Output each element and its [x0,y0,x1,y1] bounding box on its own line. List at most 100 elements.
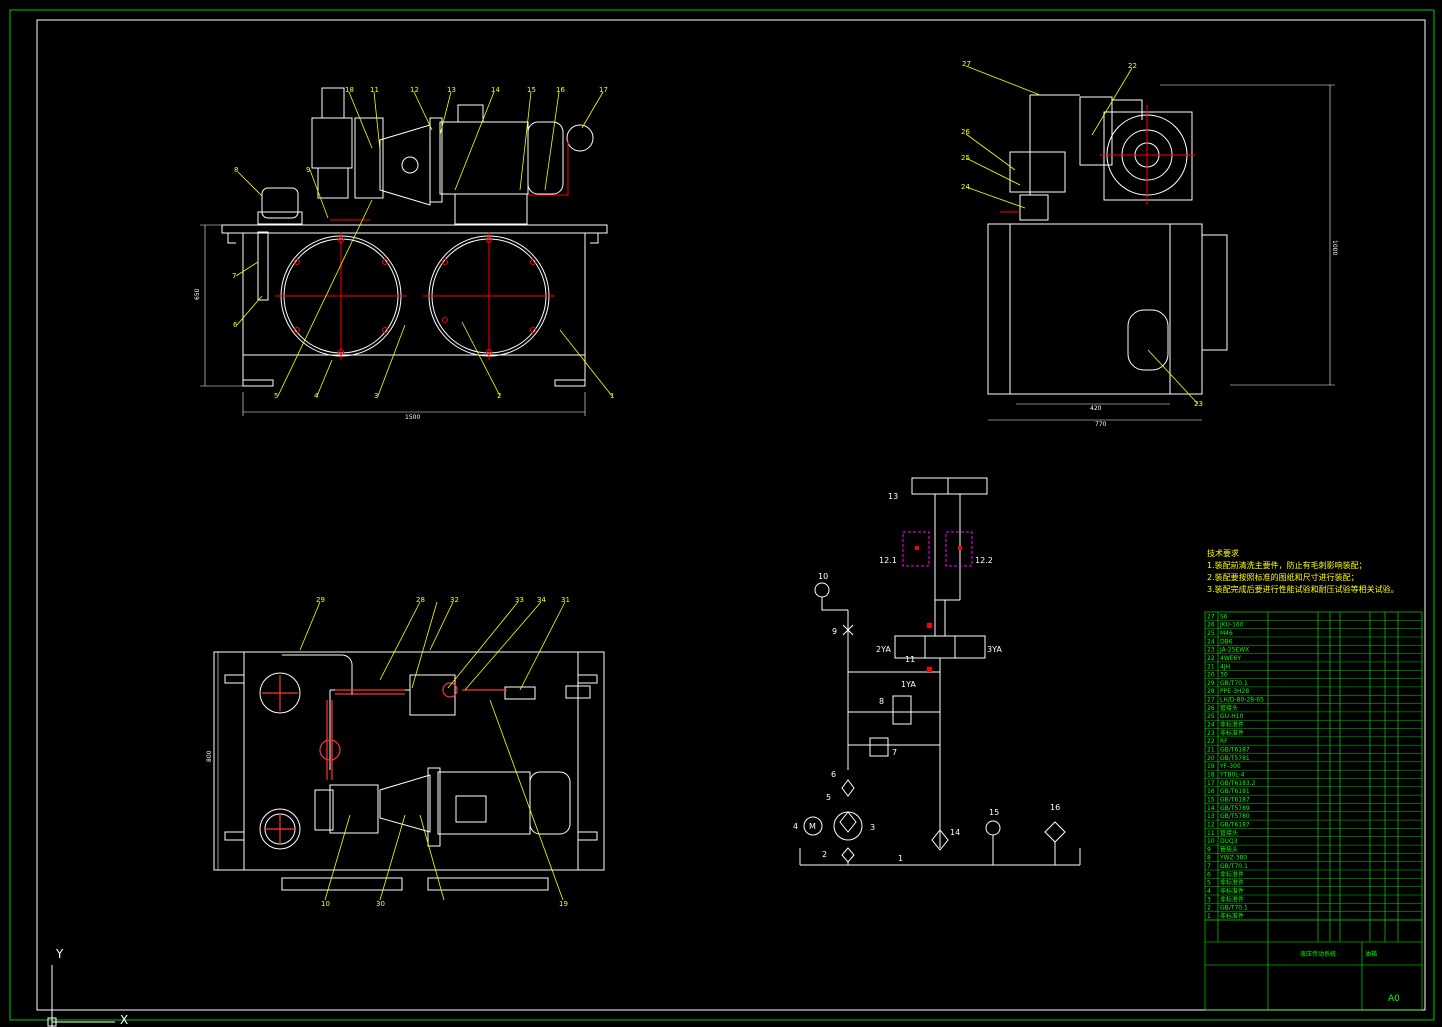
callout: 25 [961,154,970,162]
dimension-text: 420 [1090,405,1102,412]
table-row-code: LH/D-80-28-65 [1220,697,1264,704]
callout: 13 [447,86,456,94]
table-row-code: JKU-160 [1219,622,1244,629]
schematic-label: 1YA [901,680,916,689]
table-row-code: GB/T70.1 [1220,680,1248,687]
table-row-index: 23 [1207,647,1215,654]
table-row-index: 22 [1207,655,1215,662]
table-row-code: 非标准件 [1220,887,1244,895]
table-row-code: JA-25EWX [1219,647,1249,654]
schematic-dashed [902,531,973,567]
top-red [262,675,507,844]
table-row-index: 2 [1207,905,1211,912]
notes-item: 1.装配前清洗主要件，防止有毛刺影响装配； [1207,561,1367,570]
side-redmarks [1000,105,1195,213]
table-row-code: 4JH [1220,663,1230,670]
schematic-label: 11 [905,655,915,664]
inner-frame [36,19,1426,1011]
schematic-label: 3 [870,823,875,832]
table-row-index: 22 [1207,738,1215,745]
notes-title: 技术要求 [1207,549,1239,558]
table-row-code: DUQ3 [1220,838,1238,845]
callout: 24 [961,183,970,191]
table-row-code: GB/T5781 [1220,755,1250,762]
callout: 6 [233,321,238,329]
callout: 4 [314,392,319,400]
dimension-text: 1000 [1331,240,1338,255]
table-row-index: 14 [1207,805,1215,812]
schematic-label: 6 [831,770,836,779]
schematic-label: 13 [888,492,898,501]
ucs-x-label: X [120,1013,128,1027]
callout: 22 [1128,62,1137,70]
table-row-index: 11 [1207,830,1215,837]
callout: 29 [316,596,325,604]
callout: 2 [497,392,501,400]
callout: 5 [274,392,278,400]
front-bolts [294,237,536,355]
callout: 26 [961,128,970,136]
table-row-index: 23 [1207,730,1215,737]
table-row-index: 20 [1207,755,1215,762]
callout: 10 [321,900,330,908]
schematic-label: 1 [898,854,903,863]
ucs-y-label: Y [55,947,64,961]
table-row-index: 24 [1207,722,1215,729]
top-leaders [299,601,566,901]
schematic-label: 7 [892,748,897,757]
callout: 11 [370,86,379,94]
table-row-index: 26 [1207,705,1215,712]
dimension-text: 1500 [405,414,420,421]
table-row-index: 26 [1207,622,1215,629]
schematic-label: 12.1 [879,556,897,565]
side-dimensions [988,84,1335,421]
table-row-code: GB/T70.1 [1220,905,1248,912]
table-row-code: 非标准件 [1220,895,1244,903]
hydraulic-schematic [799,477,1081,866]
table-row-code: GB/T6187 [1220,747,1250,754]
table-row-index: 20 [1207,672,1215,679]
schematic-label: 10 [818,572,828,581]
callout: 19 [559,900,568,908]
table-row-code: YWZ-380 [1219,855,1247,862]
table-row-index: 28 [1207,688,1215,695]
schematic-label: 14 [950,828,960,837]
dimension-text: 800 [206,750,213,762]
table-row-code: 非标准件 [1220,721,1244,729]
callout: 12 [410,86,419,94]
front-leaders [235,91,613,397]
table-row-index: 19 [1207,763,1215,770]
table-row-index: 27 [1207,613,1215,620]
part-name: 油箱 [1365,950,1377,958]
callout: 15 [527,86,536,94]
callout: 3 [374,392,378,400]
callout: 32 [450,596,459,604]
table-row-code: 管接头 [1220,704,1238,712]
schematic-label: 4 [793,822,798,831]
table-row-code: YTB0L-4 [1219,771,1245,778]
table-row-code: PPE-3H28 [1220,688,1249,695]
schematic-label: 3YA [987,645,1002,654]
table-row-index: 16 [1207,788,1215,795]
notes-item: 3.装配完成后要进行性能试验和耐压试验等相关试验。 [1207,585,1399,594]
callout: 1 [610,392,614,400]
table-row-index: 9 [1207,846,1211,853]
table-row-index: 3 [1207,896,1211,903]
callout: 31 [561,596,570,604]
callout: 16 [556,86,565,94]
table-row-index: 1 [1207,913,1211,920]
callout: 7 [232,272,236,280]
table-row-code: YF-300 [1219,763,1241,770]
outer-frame [9,9,1435,1021]
table-row-code: GB/T6187 [1220,821,1250,828]
table-row-index: 6 [1207,871,1211,878]
technical-notes: 技术要求 1.装配前清洗主要件，防止有毛刺影响装配； 2.装配要按照标准的图纸和… [1207,548,1399,596]
schematic-label: 8 [879,697,884,706]
table-row-code: GB/T6181 [1220,788,1250,795]
table-row-index: 7 [1207,863,1211,870]
table-row-index: 8 [1207,855,1211,862]
table-row-code: RF [1220,738,1228,745]
table-row-code: S6 [1220,613,1228,620]
